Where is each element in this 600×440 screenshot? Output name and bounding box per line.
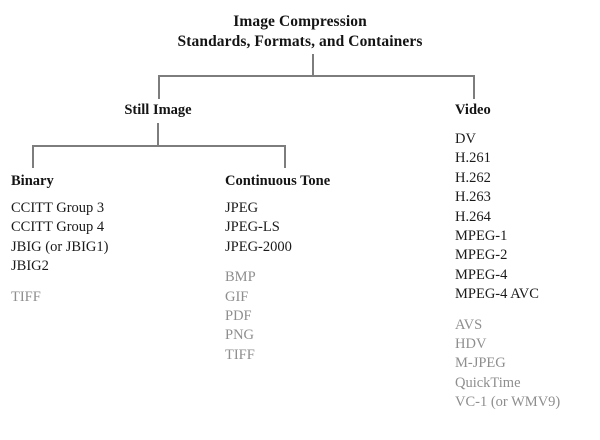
continuous-tone-item-list: JPEG JPEG-LS JPEG-2000 BMP GIF PDF PNG T… — [225, 199, 292, 365]
list-item: BMP — [225, 269, 256, 286]
node-video-label: Video — [455, 102, 491, 118]
list-item: JPEG-2000 — [225, 238, 292, 255]
list-item: JPEG-LS — [225, 219, 280, 236]
connector-still-image-stem — [157, 123, 159, 146]
connector-binary-drop — [32, 145, 34, 168]
list-item: H.264 — [455, 208, 491, 225]
list-item: H.262 — [455, 169, 491, 186]
node-binary: Binary — [11, 172, 54, 190]
node-video: Video — [455, 101, 491, 119]
list-item: TIFF — [11, 288, 41, 305]
list-item: MPEG-2 — [455, 247, 508, 264]
list-separator — [225, 257, 292, 268]
list-item: CCITT Group 4 — [11, 219, 105, 236]
node-continuous-tone: Continuous Tone — [225, 172, 330, 190]
node-continuous-tone-label: Continuous Tone — [225, 173, 331, 189]
binary-item-list: CCITT Group 3 CCITT Group 4 JBIG (or JBI… — [11, 199, 108, 307]
list-item: QuickTime — [455, 374, 521, 391]
connector-continuous-tone-drop — [284, 145, 286, 168]
list-item: DV — [455, 131, 476, 147]
connector-root-stem — [312, 54, 314, 76]
list-item: CCITT Group 3 — [11, 200, 105, 216]
list-item: MPEG-4 AVC — [455, 286, 539, 303]
list-item: PNG — [225, 327, 255, 344]
list-item: JPEG — [225, 200, 259, 216]
video-item-list: DV H.261 H.262 H.263 H.264 MPEG-1 MPEG-2… — [455, 130, 560, 413]
connector-still-image-bar — [32, 145, 286, 147]
page-title: Image Compression Standards, Formats, an… — [0, 12, 600, 52]
title-line-1: Image Compression — [233, 13, 367, 30]
node-binary-label: Binary — [11, 173, 54, 189]
list-item: AVS — [455, 316, 483, 333]
list-item: H.261 — [455, 150, 491, 167]
list-item: H.263 — [455, 189, 491, 206]
node-still-image-label: Still Image — [124, 102, 192, 118]
list-item: HDV — [455, 336, 487, 353]
list-item: PDF — [225, 308, 252, 325]
list-item: JBIG2 — [11, 258, 49, 275]
list-separator — [11, 277, 108, 288]
connector-still-image-drop — [158, 75, 160, 99]
list-item: TIFF — [225, 346, 255, 363]
list-item: MPEG-1 — [455, 228, 508, 245]
connector-video-drop — [473, 75, 475, 99]
connector-top-bar — [158, 75, 475, 77]
list-item: GIF — [225, 288, 249, 305]
list-item: VC-1 (or WMV9) — [455, 394, 561, 411]
list-item: JBIG (or JBIG1) — [11, 238, 109, 255]
list-item: M-JPEG — [455, 355, 506, 372]
list-separator — [455, 305, 560, 316]
title-line-2: Standards, Formats, and Containers — [177, 33, 423, 50]
node-still-image: Still Image — [98, 101, 218, 119]
list-item: MPEG-4 — [455, 266, 508, 283]
